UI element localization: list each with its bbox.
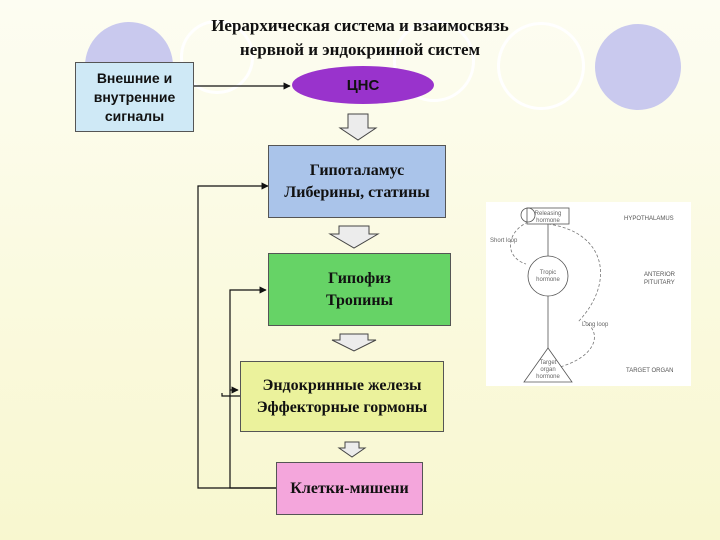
figure-short-loop-label: Short loop <box>490 238 518 244</box>
cns-label: ЦНС <box>346 76 380 94</box>
figure-label-target: TARGET ORGAN <box>626 368 673 374</box>
cns-node: ЦНС <box>292 66 434 104</box>
decor-circle <box>393 20 475 102</box>
block-arrow-2 <box>328 225 380 249</box>
feedback-loop-middle <box>229 286 276 489</box>
block-arrow-4 <box>337 441 367 458</box>
figure-label-pituitary: PITUITARY <box>644 280 675 286</box>
figure-releasing-text: Releasing <box>535 211 562 217</box>
figure-long-loop-lower <box>545 319 595 371</box>
figure-short-loop <box>510 221 529 265</box>
decor-circle <box>595 24 681 110</box>
hypothalamus-box: Гипоталамус Либерины, статины <box>268 145 446 218</box>
target-cells-box: Клетки-мишени <box>276 462 423 515</box>
block-arrow-3 <box>331 333 377 352</box>
figure-target-text: organ <box>540 367 555 373</box>
figure-long-loop-upper <box>547 223 601 323</box>
figure-target-text: hormone <box>536 374 560 380</box>
target-cells-label: Клетки-мишени <box>290 479 409 497</box>
glands-title: Эндокринные железы <box>262 376 422 394</box>
block-arrow-1 <box>338 113 378 141</box>
pituitary-hormones: Тропины <box>325 291 394 309</box>
figure-releasing-text: hormone <box>536 218 560 224</box>
hypothalamus-hormones: Либерины, статины <box>284 183 430 201</box>
title-line: Иерархическая система и взаимосвязь <box>211 16 509 35</box>
figure-label-pituitary: ANTERIOR <box>644 272 676 278</box>
title-line: нервной и эндокринной систем <box>239 40 481 59</box>
pituitary-box: Гипофиз Тропины <box>268 253 451 326</box>
decor-circle <box>497 22 585 110</box>
endocrine-glands-box: Эндокринные железы Эффекторные гормоны <box>240 361 444 432</box>
figure-target-text: Target <box>540 360 557 366</box>
figure-label-hypothalamus: HYPOTHALAMUS <box>624 216 674 222</box>
feedback-figure: Releasing hormone Tropic hormone Short l… <box>486 202 691 386</box>
figure-tropic-text: hormone <box>536 277 560 283</box>
feedback-loop-inner <box>221 393 240 397</box>
feedback-loop-outer <box>197 182 276 489</box>
figure-target-triangle <box>523 347 573 383</box>
external-signals-line: сигналы <box>104 107 165 124</box>
decor-circle <box>180 20 254 94</box>
external-signals-box: Внешние и внутренние сигналы <box>75 62 194 132</box>
page-title: Иерархическая система и взаимосвязь нерв… <box>140 14 580 62</box>
figure-pituitary-circle <box>527 255 569 297</box>
feedback-figure-svg: Releasing hormone Tropic hormone Short l… <box>490 207 676 383</box>
figure-node <box>520 207 536 223</box>
pituitary-title: Гипофиз <box>328 269 391 287</box>
hypothalamus-title: Гипоталамус <box>309 161 405 179</box>
figure-tropic-text: Tropic <box>540 270 556 276</box>
external-signals-line: внутренние <box>93 88 176 105</box>
figure-long-loop-label: Long loop <box>582 322 609 328</box>
glands-hormones: Эффекторные гормоны <box>256 398 428 416</box>
external-signals-line: Внешние и <box>96 69 173 86</box>
